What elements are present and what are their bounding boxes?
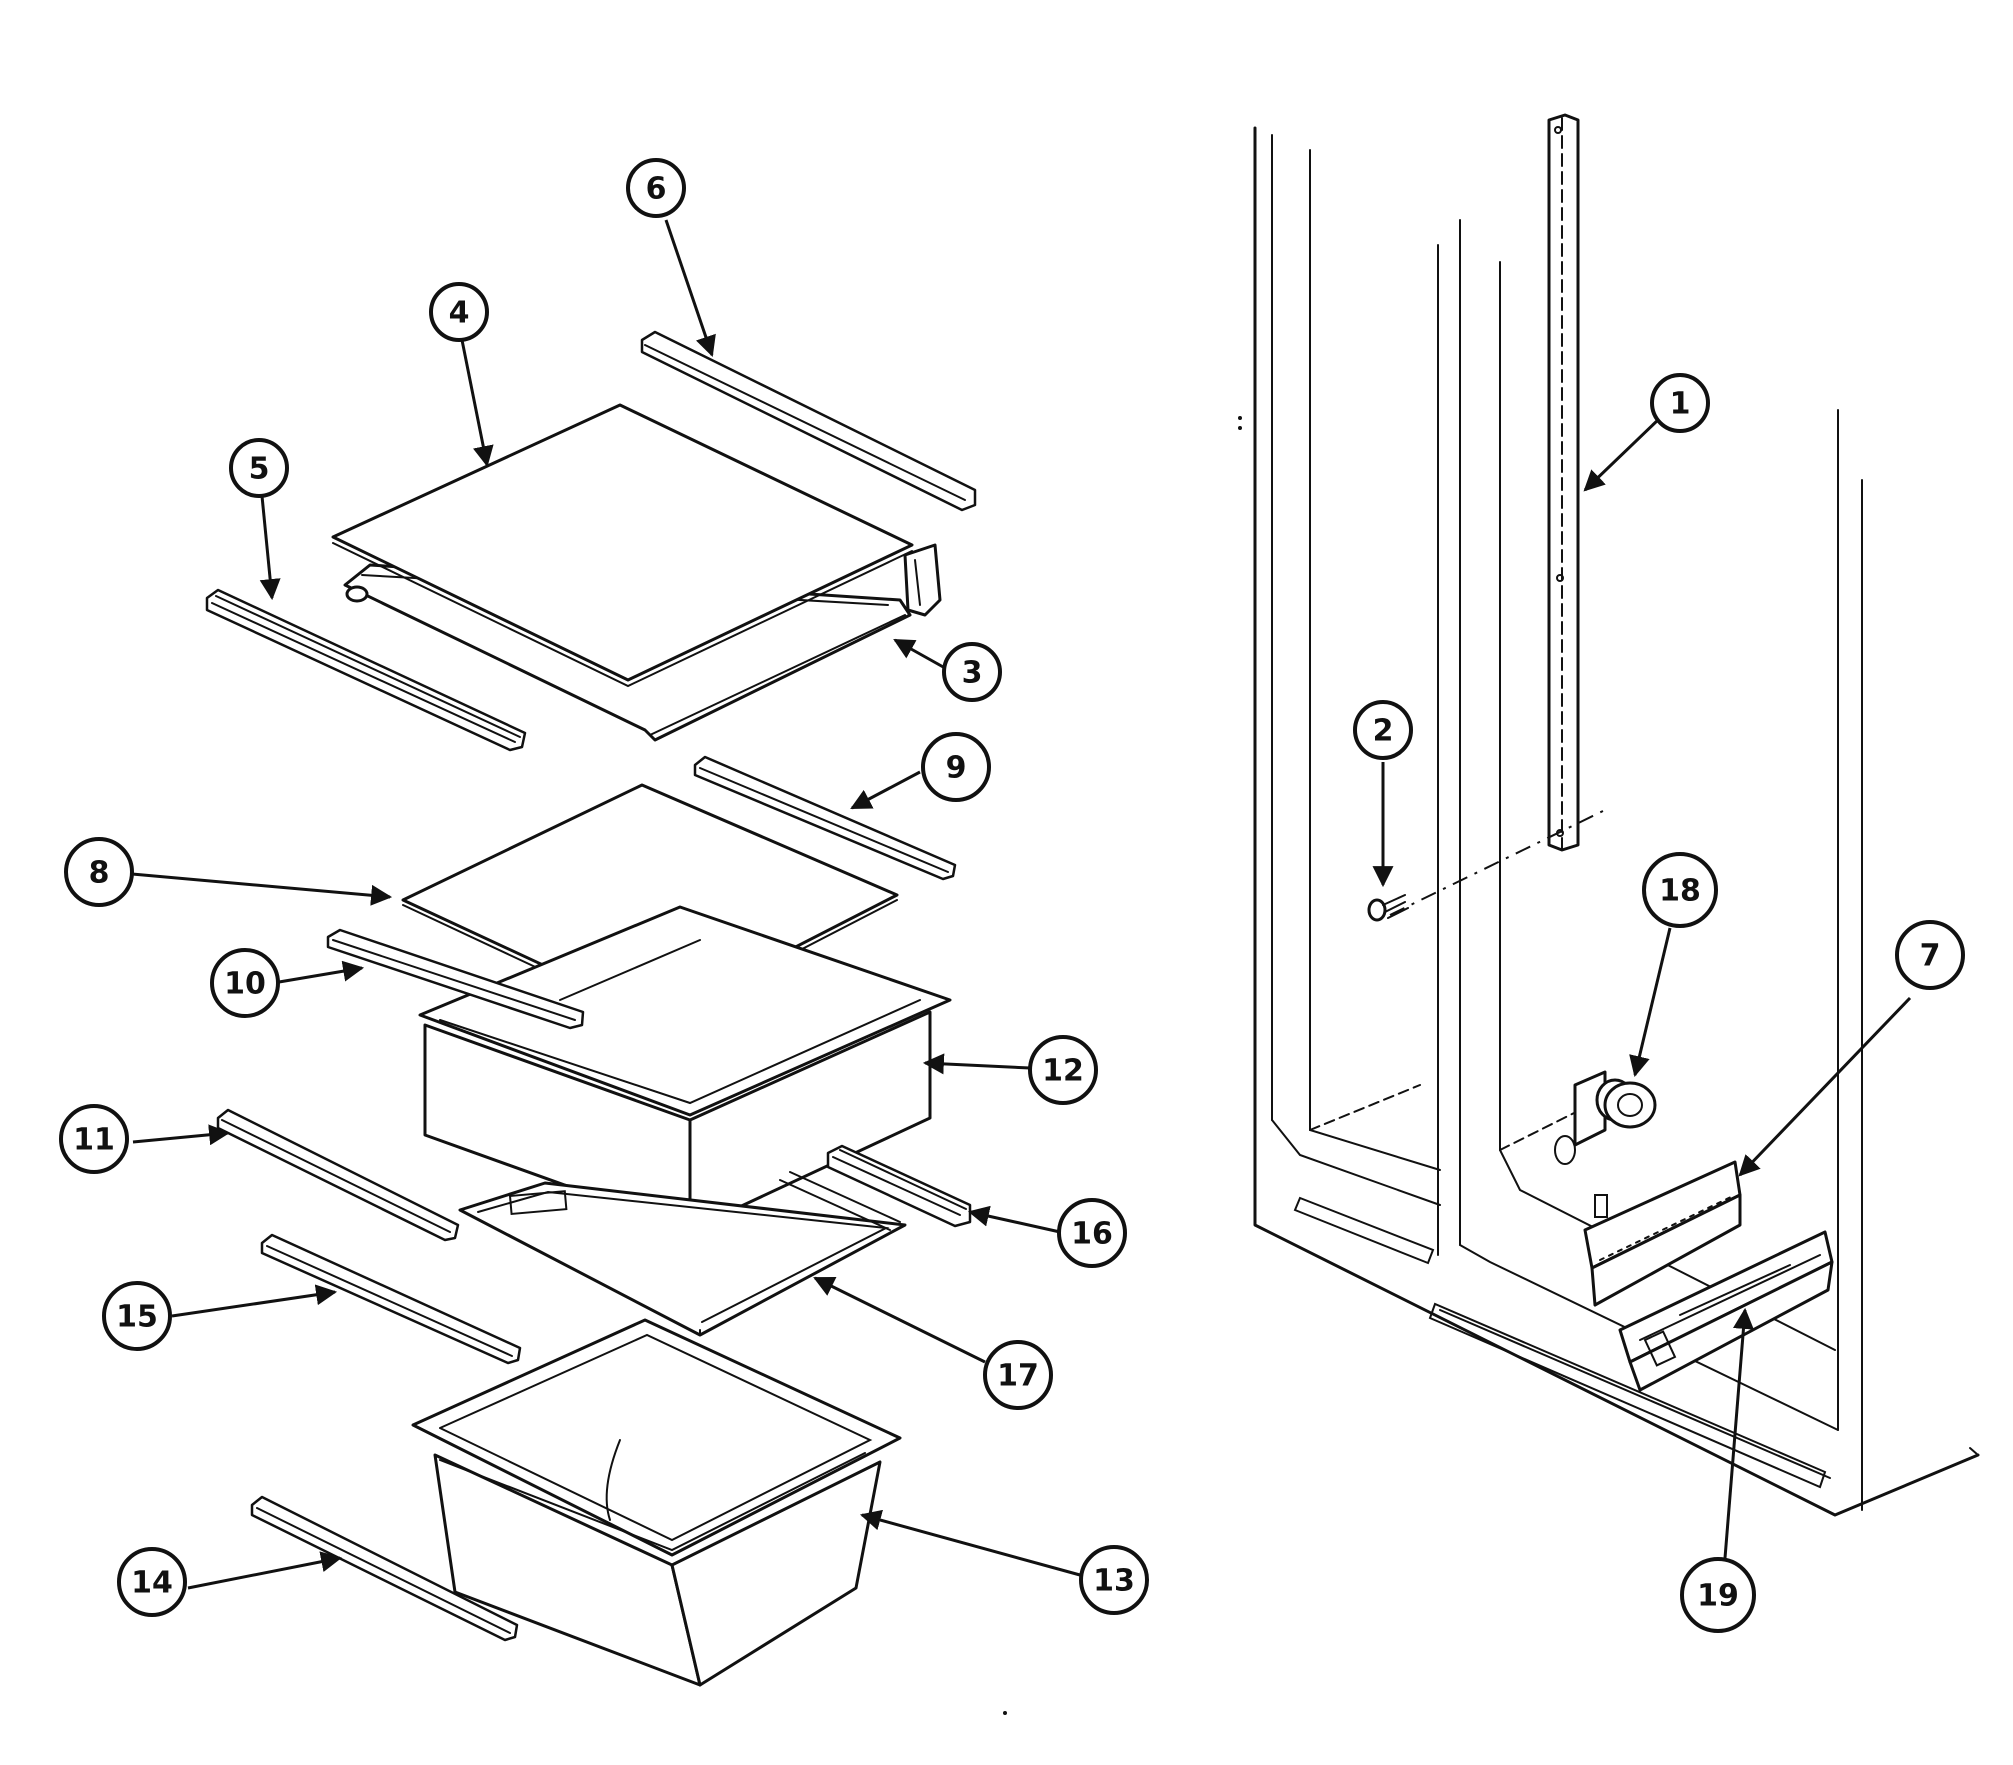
part-rear-trim: [640, 330, 977, 512]
part-slide-rail: [826, 1144, 972, 1228]
callout-3: 3: [942, 642, 1002, 702]
callout-14: 14: [117, 1547, 187, 1617]
callout-8: 8: [64, 837, 134, 907]
part-cover-front-trim: [326, 928, 585, 1030]
svg-text:12: 12: [1042, 1054, 1084, 1089]
leader-10: [278, 960, 365, 984]
scan-dot-2: [1238, 416, 1242, 420]
svg-text:14: 14: [131, 1566, 173, 1601]
svg-text:6: 6: [646, 172, 667, 207]
leader-5: [259, 495, 281, 601]
part-crisper-pan-upper: [418, 905, 952, 1232]
leader-15: [171, 1284, 338, 1318]
leader-9: [850, 770, 921, 810]
leader-13: [859, 1509, 1081, 1577]
svg-text:15: 15: [116, 1300, 158, 1335]
callout-5: 5: [229, 438, 289, 498]
part-light-socket: [1554, 1070, 1657, 1165]
leader-7: [1738, 996, 1912, 1177]
svg-text:11: 11: [73, 1123, 115, 1158]
part-crisper-tray: [458, 1171, 907, 1337]
part-cover-rear-trim: [693, 755, 957, 881]
part-screw: [1367, 894, 1409, 922]
callout-16: 16: [1057, 1198, 1127, 1268]
svg-text:17: 17: [997, 1359, 1039, 1394]
callout-12: 12: [1028, 1035, 1098, 1105]
svg-text:4: 4: [449, 296, 470, 331]
part-trim-15: [260, 1233, 522, 1365]
callout-15: 15: [102, 1281, 172, 1351]
part-shelf-ladder: [1547, 113, 1580, 852]
leader-16: [967, 1205, 1061, 1234]
leader-14: [187, 1551, 343, 1590]
leader-12: [922, 1053, 1031, 1075]
svg-text:2: 2: [1373, 714, 1394, 749]
svg-text:16: 16: [1071, 1217, 1113, 1252]
part-control-housing: [1583, 1160, 1742, 1307]
leader-6: [664, 219, 716, 357]
scan-dot-3: [1238, 426, 1242, 430]
svg-text:19: 19: [1697, 1579, 1739, 1614]
leader-1: [1583, 416, 1662, 492]
leader-18: [1629, 927, 1672, 1078]
leader-19: [1723, 1307, 1754, 1559]
svg-text:9: 9: [946, 751, 967, 786]
svg-text:18: 18: [1659, 874, 1701, 909]
leader-11: [132, 1124, 231, 1146]
leader-17: [813, 1276, 986, 1364]
callout-13: 13: [1079, 1545, 1149, 1615]
callout-9: 9: [921, 732, 991, 802]
part-glass-shelf: [331, 403, 914, 688]
alignment-line: [1389, 809, 1606, 916]
svg-text:10: 10: [224, 967, 266, 1002]
svg-text:8: 8: [89, 856, 110, 891]
scan-dot: [1003, 1711, 1007, 1715]
callout-10: 10: [210, 948, 280, 1018]
part-trim-11: [216, 1108, 460, 1242]
part-crisper-pan-lower: [411, 1318, 902, 1687]
part-control-panel: [1618, 1230, 1834, 1392]
leader-4: [460, 339, 494, 468]
callout-4: 4: [429, 282, 489, 342]
callout-6: 6: [626, 158, 686, 218]
callout-11: 11: [59, 1104, 129, 1174]
callout-2: 2: [1353, 700, 1413, 760]
callout-19: 19: [1680, 1557, 1756, 1633]
part-front-trim: [205, 588, 527, 752]
callout-7: 7: [1895, 920, 1965, 990]
leader-3: [893, 638, 946, 670]
callout-17: 17: [983, 1340, 1053, 1410]
cabinet-liner: [1253, 126, 1980, 1517]
svg-text:3: 3: [962, 656, 983, 691]
callout-18: 18: [1642, 852, 1718, 928]
callout-1: 1: [1650, 373, 1710, 433]
svg-text:13: 13: [1093, 1564, 1135, 1599]
part-bottom-trim: [250, 1495, 519, 1642]
svg-text:1: 1: [1670, 387, 1691, 422]
svg-text:7: 7: [1920, 939, 1941, 974]
leader-8: [131, 872, 393, 906]
svg-text:5: 5: [249, 452, 270, 487]
